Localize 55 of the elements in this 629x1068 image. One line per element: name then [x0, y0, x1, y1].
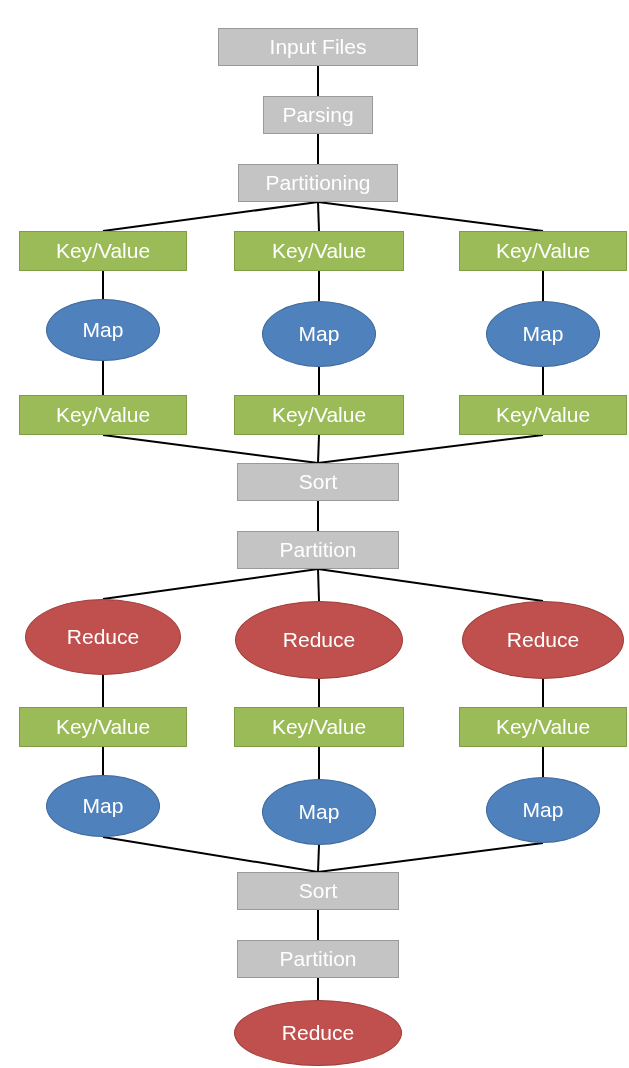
process-box: Sort: [237, 872, 399, 910]
connector-line: [542, 746, 544, 778]
connector-line: [317, 977, 319, 1001]
connector-line: [317, 568, 320, 602]
connector-line: [102, 201, 319, 232]
map-ellipse: Map: [46, 775, 160, 837]
connector-line: [317, 500, 319, 532]
process-box: Partition: [237, 531, 399, 569]
key-value-box: Key/Value: [459, 707, 627, 747]
map-ellipse: Map: [486, 777, 600, 843]
connector-line: [317, 844, 320, 873]
map-ellipse: Map: [486, 301, 600, 367]
connector-line: [542, 270, 544, 302]
map-ellipse: Map: [46, 299, 160, 361]
process-box: Sort: [237, 463, 399, 501]
connector-line: [102, 270, 104, 300]
key-value-box: Key/Value: [234, 707, 404, 747]
reduce-ellipse: Reduce: [235, 601, 403, 679]
connector-line: [317, 65, 319, 97]
connector-line: [542, 678, 544, 708]
connector-line: [102, 434, 319, 464]
connector-line: [318, 270, 320, 302]
process-box: Partitioning: [238, 164, 398, 202]
map-ellipse: Map: [262, 301, 376, 367]
connector-line: [317, 133, 319, 165]
connector-line: [102, 836, 319, 873]
key-value-box: Key/Value: [459, 395, 627, 435]
connector-line: [318, 746, 320, 780]
reduce-ellipse: Reduce: [25, 599, 181, 675]
key-value-box: Key/Value: [19, 231, 187, 271]
connector-line: [318, 366, 320, 396]
reduce-ellipse: Reduce: [462, 601, 624, 679]
connector-line: [317, 201, 544, 232]
reduce-ellipse: Reduce: [234, 1000, 402, 1066]
key-value-box: Key/Value: [234, 231, 404, 271]
connector-line: [102, 360, 104, 396]
connector-line: [317, 568, 544, 602]
process-box: Parsing: [263, 96, 373, 134]
key-value-box: Key/Value: [234, 395, 404, 435]
connector-line: [317, 201, 320, 232]
connector-line: [317, 842, 544, 873]
connector-line: [542, 366, 544, 396]
connector-line: [102, 746, 104, 776]
connector-line: [102, 568, 319, 600]
connector-line: [317, 909, 319, 941]
connector-line: [102, 674, 104, 708]
connector-line: [317, 434, 544, 464]
key-value-box: Key/Value: [19, 707, 187, 747]
connector-line: [317, 434, 320, 464]
key-value-box: Key/Value: [459, 231, 627, 271]
key-value-box: Key/Value: [19, 395, 187, 435]
map-ellipse: Map: [262, 779, 376, 845]
process-box: Input Files: [218, 28, 418, 66]
process-box: Partition: [237, 940, 399, 978]
connector-line: [318, 678, 320, 708]
